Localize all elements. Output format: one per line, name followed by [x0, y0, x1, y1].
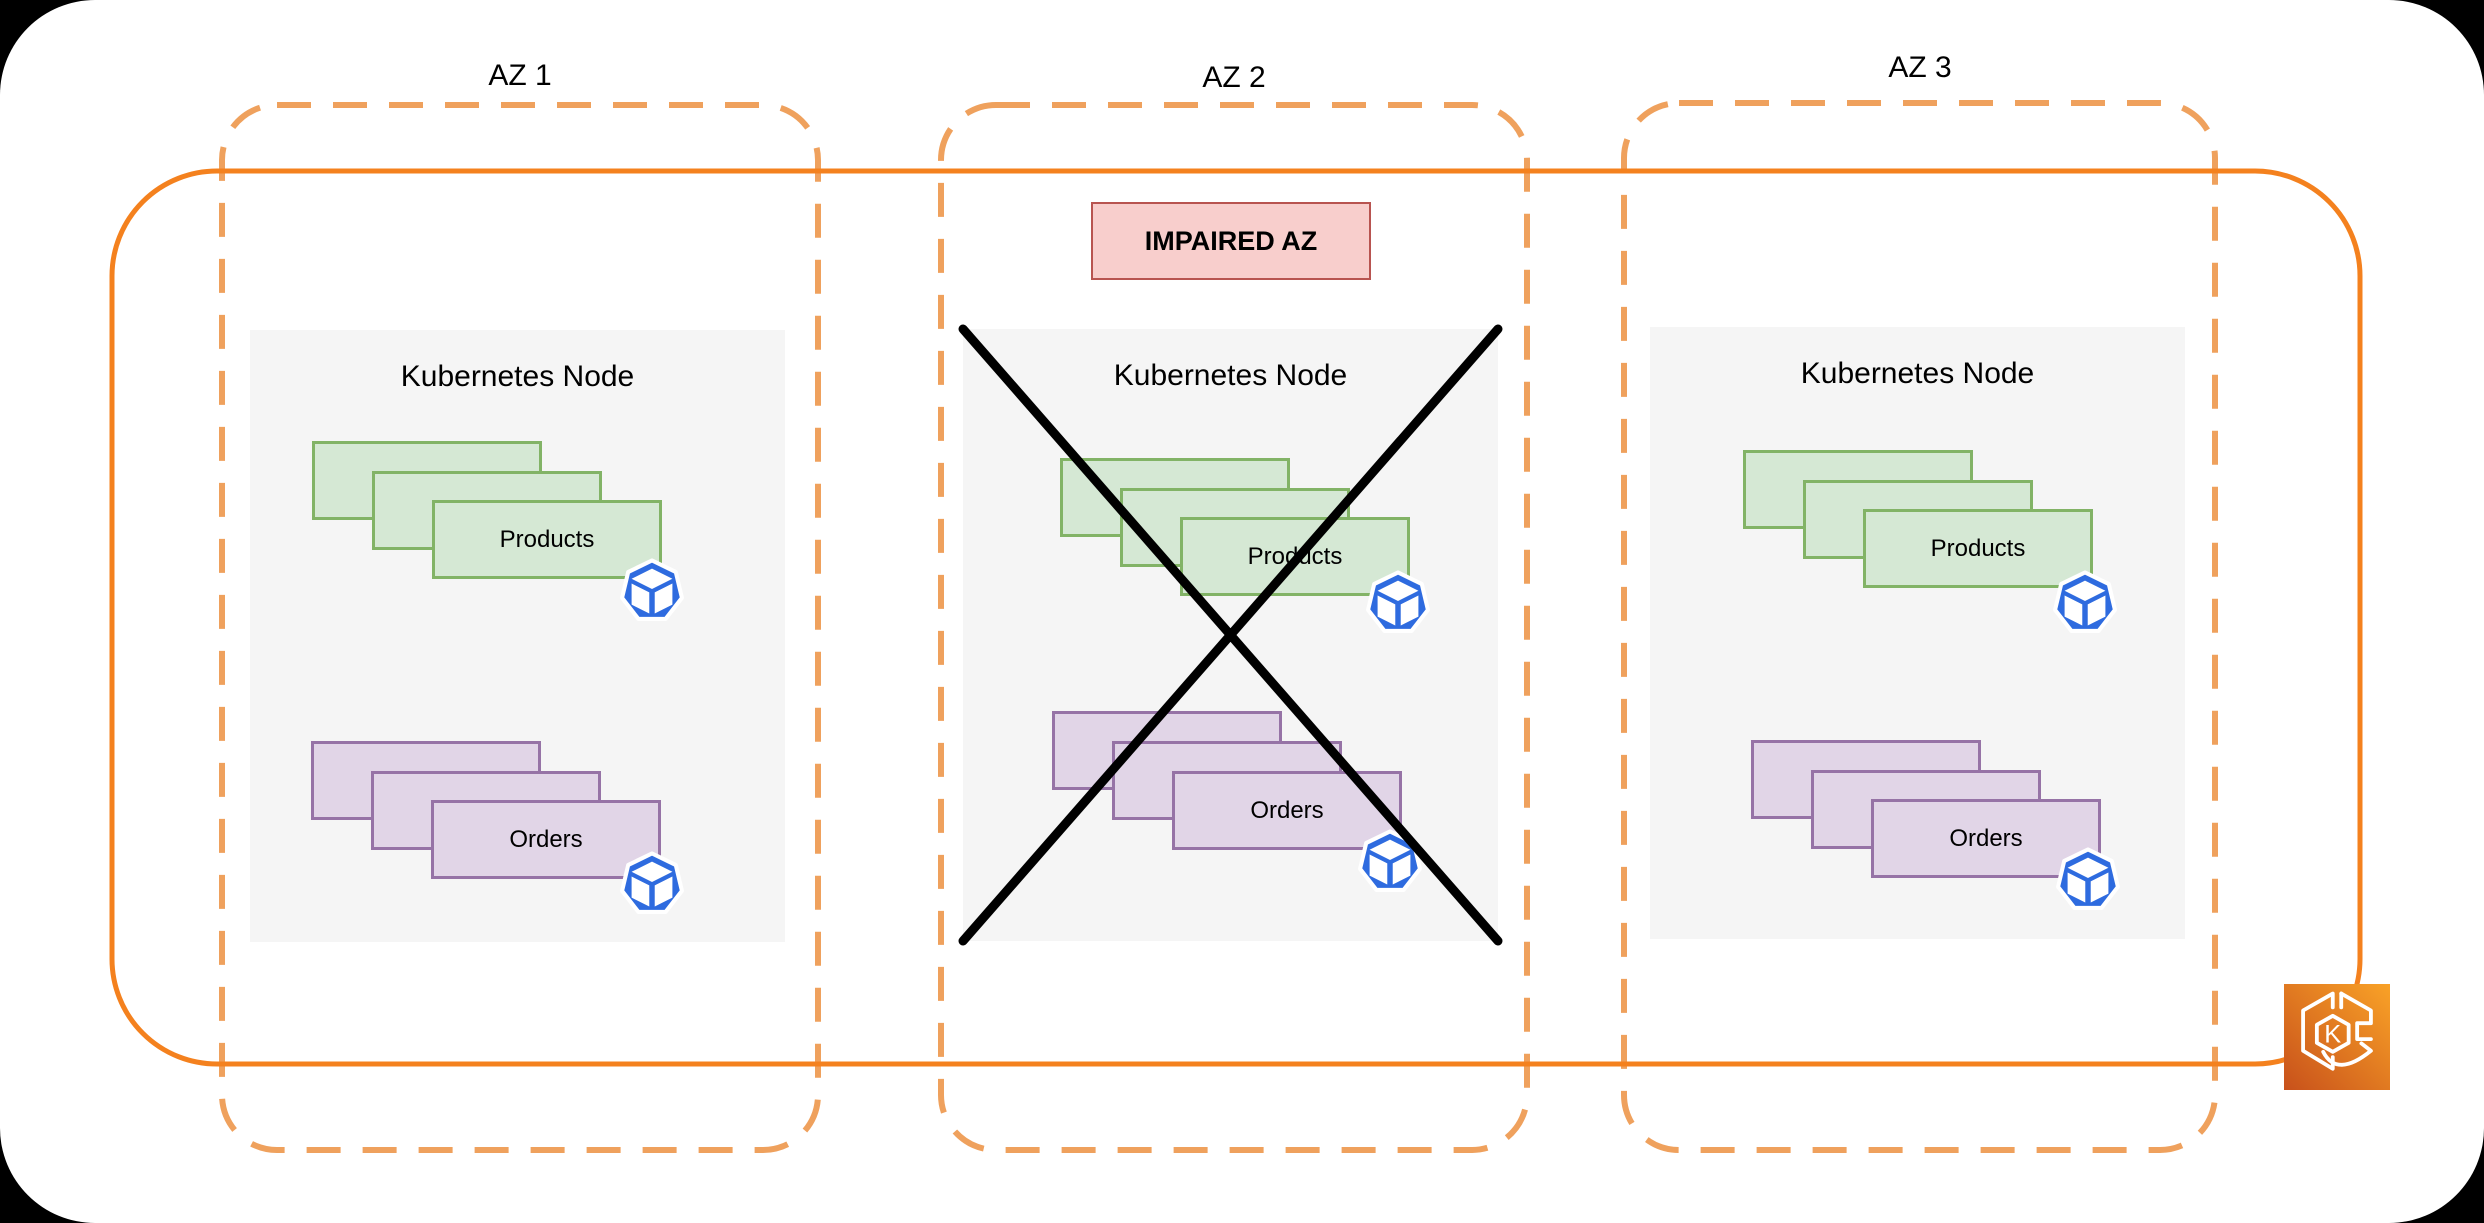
- az1-orders-label: Orders: [509, 825, 583, 853]
- az1-products-label: Products: [499, 525, 595, 553]
- az1-label: AZ 1: [488, 59, 552, 92]
- az3-products-label: Products: [1930, 534, 2026, 562]
- pod-icon: [2053, 570, 2117, 633]
- pod-icon: [1358, 829, 1422, 892]
- pod-icon: [2056, 847, 2120, 910]
- az3-products-card: Products: [1863, 509, 2093, 588]
- az3-label: AZ 3: [1888, 51, 1952, 84]
- az3-node-title: Kubernetes Node: [1800, 357, 2035, 390]
- pod-icon: [620, 558, 684, 621]
- az2-orders-label: Orders: [1250, 796, 1324, 824]
- az2-label: AZ 2: [1202, 61, 1266, 94]
- pod-icon: [1366, 570, 1430, 633]
- eks-letter: K: [2324, 1020, 2341, 1048]
- az2-products-label: Products: [1247, 542, 1343, 570]
- impaired-az-banner: IMPAIRED AZ: [1091, 202, 1371, 280]
- az1-products-card: Products: [432, 500, 662, 579]
- pod-icon: [620, 851, 684, 914]
- az3-orders-label: Orders: [1949, 824, 2023, 852]
- az1-orders-card: Orders: [431, 800, 661, 879]
- eks-icon: K: [2284, 984, 2390, 1090]
- az1-node-title: Kubernetes Node: [400, 360, 635, 393]
- az2-node-title: Kubernetes Node: [1113, 359, 1348, 392]
- eks-logo: K: [2301, 991, 2373, 1071]
